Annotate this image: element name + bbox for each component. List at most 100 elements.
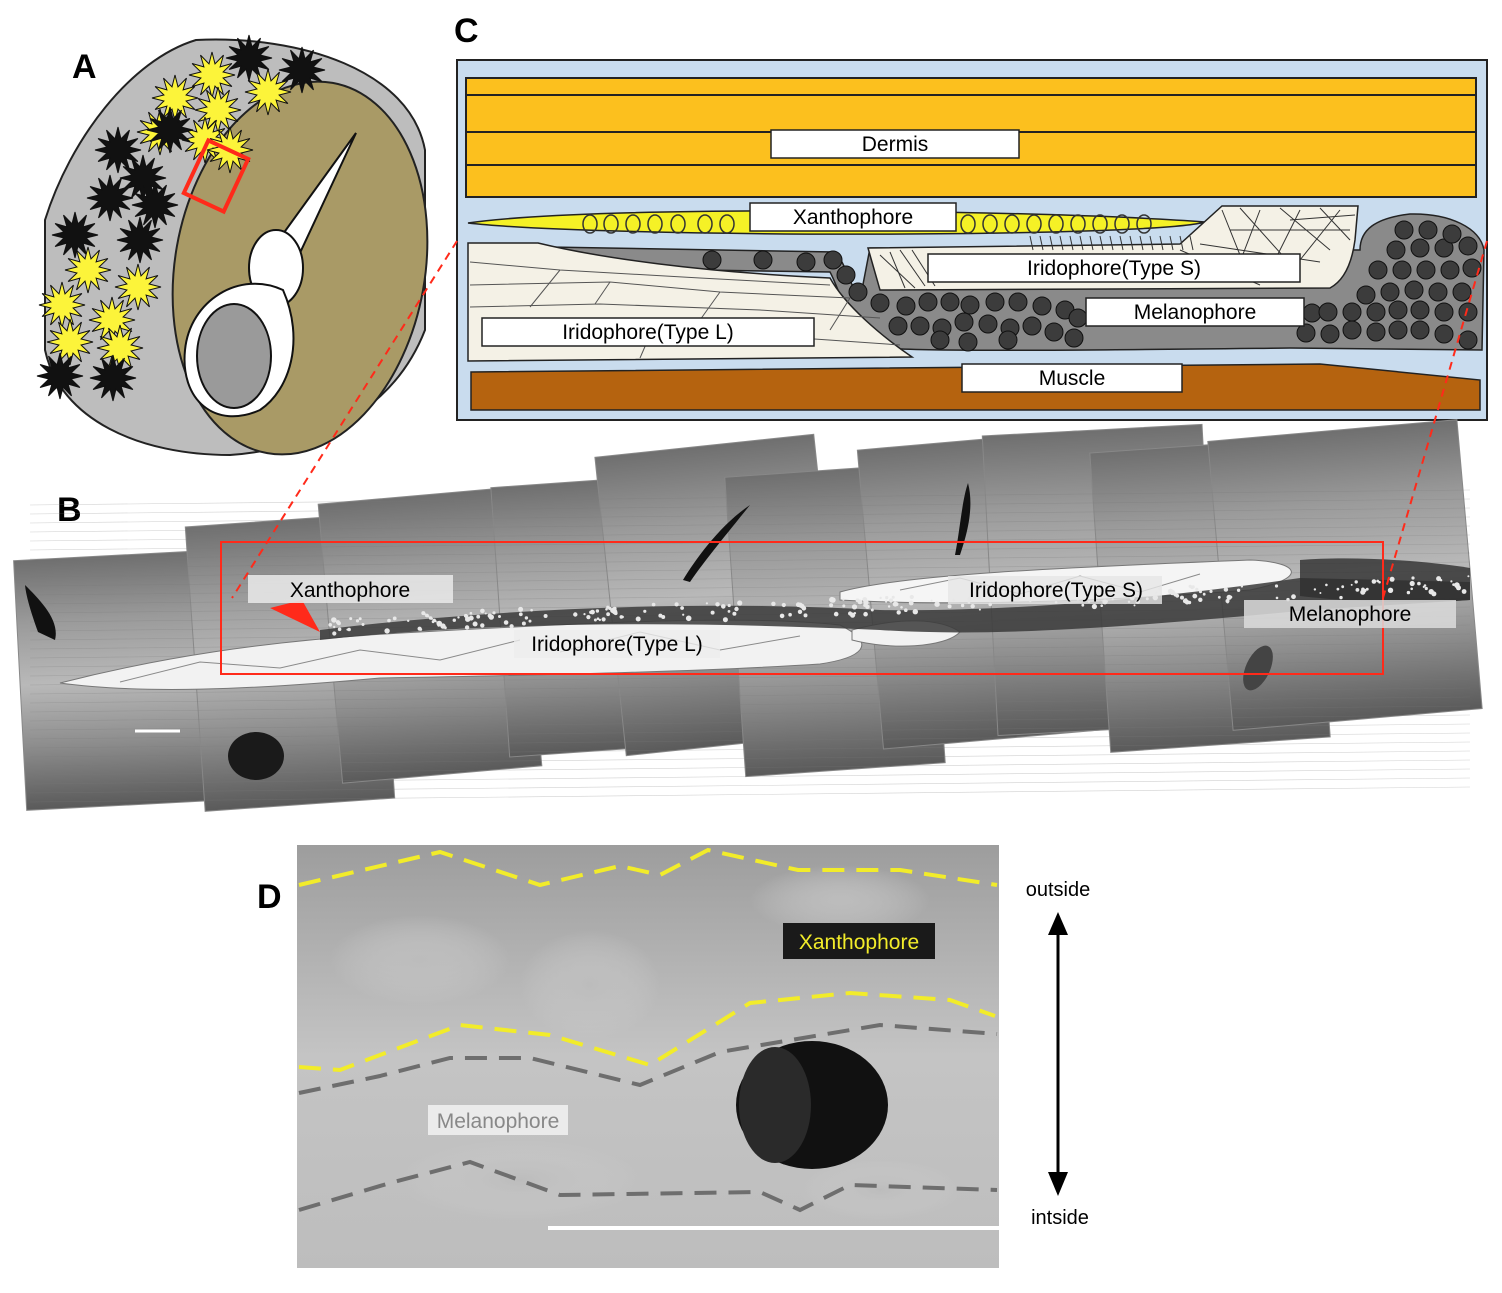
xanthophore-granule	[647, 214, 663, 234]
em-speck	[595, 609, 600, 613]
em-speck	[1424, 586, 1428, 591]
em-speck	[612, 606, 617, 611]
em-striation	[29, 543, 1471, 560]
melanosome	[1394, 220, 1414, 240]
em-speck	[894, 602, 899, 607]
em-speck	[960, 603, 965, 608]
em-speck	[947, 604, 952, 609]
melanosome	[960, 295, 980, 315]
melanosome	[1404, 280, 1424, 300]
em-speck	[437, 624, 441, 627]
em-speck	[891, 595, 895, 599]
label-d-xanthophore: Xanthophore	[799, 931, 919, 954]
melanosome	[1442, 224, 1462, 244]
em-speck	[1217, 595, 1221, 599]
melanophore-star	[146, 106, 194, 154]
em-speck	[528, 619, 532, 623]
em-speck	[407, 619, 410, 622]
melanosome	[1064, 328, 1084, 348]
em-striation	[29, 552, 1471, 569]
iridophore-platelet	[1129, 235, 1134, 251]
melanosome	[702, 250, 722, 270]
melanosome	[1008, 292, 1028, 312]
em-speck	[1236, 588, 1241, 592]
em-striation	[29, 786, 1471, 803]
em-speck	[1365, 587, 1369, 591]
em-speck	[387, 618, 391, 623]
em-speck	[1184, 599, 1190, 605]
label-b-iridophore-s: Iridophore(Type S)	[969, 579, 1143, 602]
melanosome	[1366, 322, 1386, 342]
melanosome	[753, 250, 773, 270]
xanthophore-granule	[1136, 214, 1152, 234]
em-speck	[1081, 603, 1085, 607]
em-speck	[1350, 583, 1353, 586]
em-speck	[900, 606, 903, 609]
em-speck	[771, 601, 776, 606]
em-speck	[1199, 590, 1202, 594]
melanosome	[1368, 260, 1388, 280]
em-striation	[29, 777, 1471, 794]
d-melanosome-shade	[739, 1047, 811, 1163]
em-speck	[1457, 586, 1461, 590]
em-speck	[1450, 580, 1453, 583]
em-speck	[1319, 592, 1322, 594]
melanosome	[1416, 260, 1436, 280]
iridophore-platelet	[1149, 235, 1154, 251]
xanthophore-granule	[625, 214, 641, 234]
iridophore-platelet	[1319, 207, 1351, 241]
iridophore-platelet	[1119, 235, 1124, 251]
em-speck	[601, 617, 606, 622]
em-striation	[29, 705, 1471, 722]
em-streak-3	[25, 585, 56, 640]
em-speck	[803, 613, 808, 618]
em-speck	[734, 606, 739, 612]
em-speck	[444, 626, 447, 630]
em-speck	[1223, 587, 1229, 592]
em-speck	[480, 608, 485, 614]
em-speck	[598, 618, 601, 622]
em-speck	[680, 606, 684, 610]
melanosome	[796, 252, 816, 272]
em-speck	[1336, 587, 1340, 591]
label-muscle: Muscle	[1039, 367, 1106, 390]
em-speck	[930, 599, 933, 602]
em-speck	[1360, 589, 1366, 595]
melanosome	[823, 250, 843, 270]
iridophore-platelet	[1109, 235, 1114, 251]
iridophore-platelet	[1169, 235, 1174, 251]
em-speck	[1226, 594, 1232, 600]
label-c-xanthophore: Xanthophore	[793, 206, 913, 229]
em-streak-1	[683, 505, 750, 582]
melanosome	[1428, 282, 1448, 302]
em-speck	[358, 617, 362, 621]
em-speck	[1387, 587, 1394, 593]
melanosome	[1022, 316, 1042, 336]
em-speck	[870, 608, 874, 612]
em-speck	[1341, 585, 1345, 589]
em-speck	[1411, 576, 1415, 580]
em-speck	[583, 613, 586, 616]
em-striation	[29, 687, 1471, 704]
em-striation	[29, 507, 1471, 524]
melanophore-star	[94, 126, 142, 174]
em-speck	[1378, 580, 1381, 584]
xanthophore-granule	[719, 214, 735, 234]
em-speck	[392, 616, 397, 621]
em-speck	[503, 620, 509, 625]
melanosome	[1388, 320, 1408, 340]
panel-c: C	[454, 12, 1488, 421]
melanosome	[1044, 322, 1064, 342]
xanthophore-star	[114, 263, 162, 311]
em-speck	[1423, 584, 1427, 587]
em-speck	[829, 596, 835, 603]
orientation-arrow-down	[1048, 1172, 1068, 1196]
em-speck	[472, 621, 478, 627]
em-speck	[1467, 575, 1470, 578]
em-speck	[722, 617, 728, 623]
em-speck	[1313, 588, 1317, 591]
iridophore-platelet	[1179, 235, 1184, 251]
xanthophore-granules	[582, 214, 1152, 234]
melanosome	[836, 265, 856, 285]
melanosome	[1068, 308, 1088, 328]
